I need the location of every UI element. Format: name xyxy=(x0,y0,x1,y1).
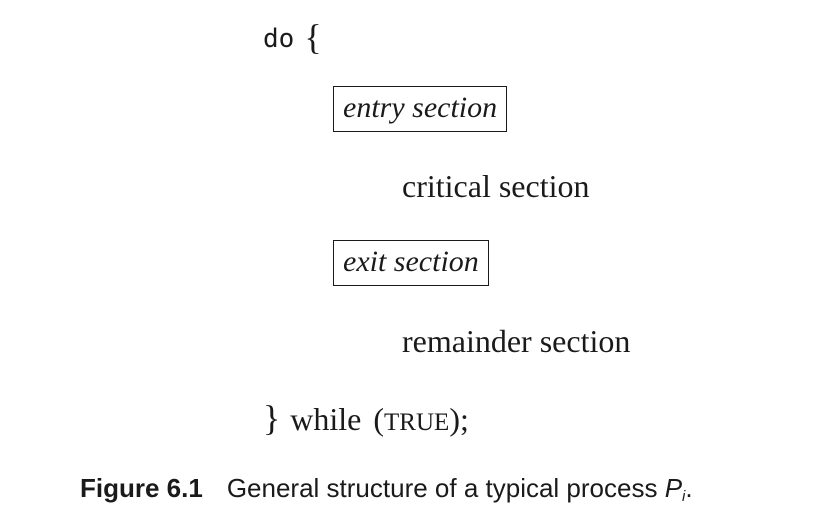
while-keyword: while xyxy=(290,401,362,437)
figure-number: Figure 6.1 xyxy=(80,473,203,503)
critical-section-label: critical section xyxy=(402,168,590,204)
figure-caption: Figure 6.1 General structure of a typical… xyxy=(80,475,693,504)
open-brace: { xyxy=(304,17,322,57)
process-symbol: P xyxy=(664,473,683,503)
entry-section-box: entry section xyxy=(333,86,508,132)
close-brace: } xyxy=(263,398,281,438)
process-subscript: i xyxy=(682,488,686,505)
exit-section-label: exit section xyxy=(343,245,479,278)
exit-section-box: exit section xyxy=(333,240,489,286)
condition-close: ); xyxy=(449,401,469,437)
condition-open: ( xyxy=(373,401,385,437)
do-keyword: do xyxy=(263,24,295,54)
caption-text: General structure of a typical process xyxy=(226,473,665,503)
while-line: } while (TRUE); xyxy=(263,400,469,436)
remainder-section-label: remainder section xyxy=(402,323,631,359)
condition-value: TRUE xyxy=(384,409,450,436)
caption-end: . xyxy=(685,473,693,503)
do-line: do { xyxy=(263,17,322,55)
entry-section-label: entry section xyxy=(343,91,498,124)
